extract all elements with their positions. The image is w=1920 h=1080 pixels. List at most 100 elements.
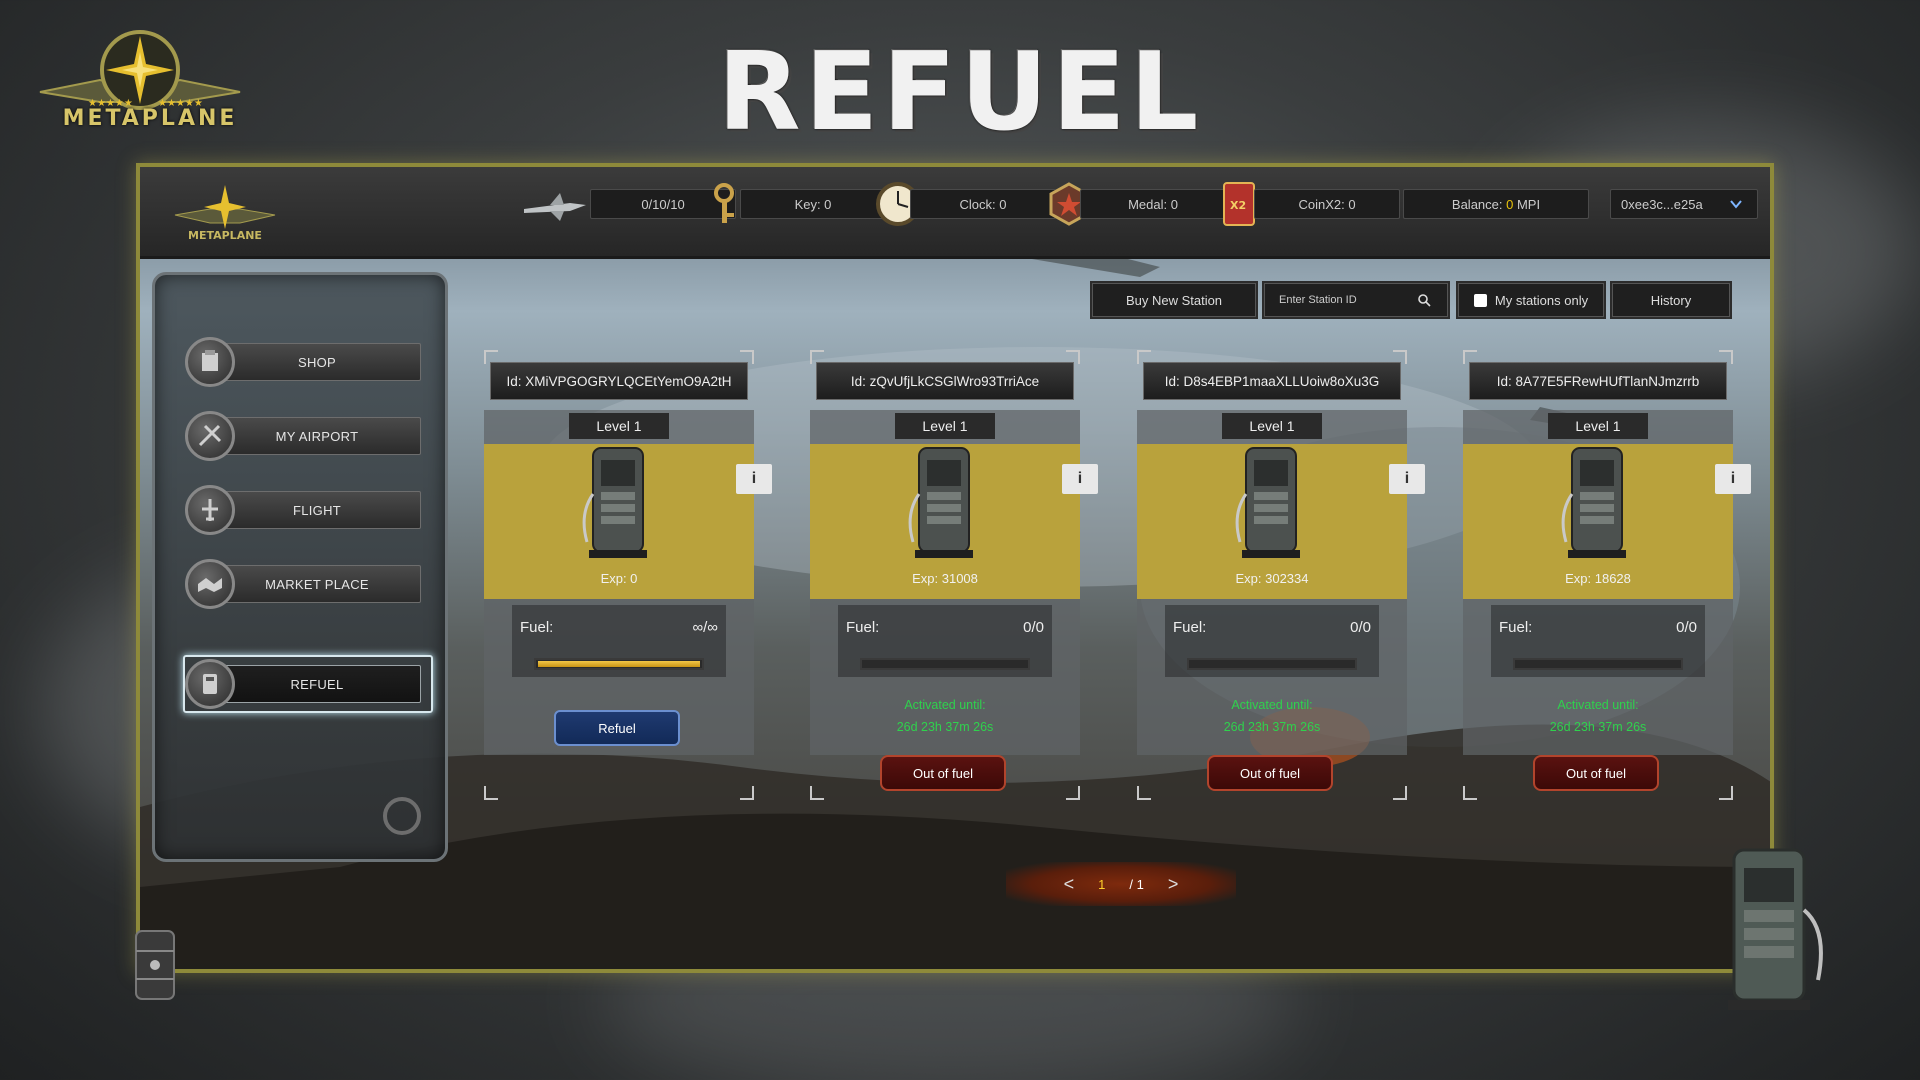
fuel-value: 0/0 (1350, 619, 1371, 636)
activated-time: 26d 23h 37m 26s (896, 720, 994, 734)
card-corner (1463, 786, 1477, 800)
my-stations-only-toggle[interactable]: My stations only (1458, 283, 1604, 317)
station-level: Level 1 (1548, 413, 1648, 439)
refuel-button[interactable]: Refuel (554, 710, 680, 746)
station-level: Level 1 (569, 413, 669, 439)
plane-icon (524, 193, 586, 221)
prev-page-button[interactable]: < (1063, 873, 1075, 894)
chevron-down-icon (1730, 200, 1742, 209)
balance-label: Balance: (1451, 196, 1507, 212)
card-corner (1719, 350, 1733, 364)
fuel-station-icon (908, 447, 973, 558)
my-stations-checkbox[interactable] (1473, 293, 1487, 307)
wallet-address: 0xee3c...e25a (1621, 196, 1703, 212)
card-corner (740, 350, 754, 364)
sidebar-item-refuel[interactable]: REFUEL (185, 659, 425, 709)
station-exp: Exp: 31008 (912, 571, 978, 586)
activated-until: Activated until:26d 23h 37m 26s (1137, 694, 1407, 738)
out-of-fuel-button[interactable]: Out of fuel (1207, 755, 1333, 791)
fuel-station-icon (1235, 447, 1300, 558)
sidebar-item-flight[interactable]: FLIGHT (185, 485, 425, 535)
activated-label: Activated until: (1557, 698, 1639, 712)
fuel-station-icon (582, 447, 647, 558)
search-icon[interactable] (1417, 293, 1431, 307)
card-corner (1393, 350, 1407, 364)
pagination: < 1 / 1 > (1006, 862, 1236, 906)
fuel-icon (185, 659, 235, 709)
card-corner (1393, 786, 1407, 800)
svg-text:X2: X2 (1230, 199, 1246, 212)
my-stations-label: My stations only (1494, 292, 1589, 308)
card-corner (740, 786, 754, 800)
card-corner (1719, 786, 1733, 800)
next-page-button[interactable]: > (1167, 873, 1179, 894)
station-image-panel: Exp: 31008 (810, 444, 1080, 599)
card-corner (810, 786, 824, 800)
buy-new-station-button[interactable]: Buy New Station (1092, 283, 1256, 317)
sidebar-item-market-place[interactable]: MARKET PLACE (185, 559, 425, 609)
main-frame: METAPLANE 0/10/10 Key: 0 Clock: 0 Medal:… (136, 163, 1774, 973)
history-button[interactable]: History (1612, 283, 1730, 317)
station-image-panel: Exp: 18628 (1463, 444, 1733, 599)
station-search-field[interactable] (1264, 283, 1448, 317)
fuel-value: 0/0 (1676, 619, 1697, 636)
sidebar-item-label: REFUEL (213, 665, 421, 703)
station-level: Level 1 (895, 413, 995, 439)
info-button[interactable]: i (1389, 464, 1425, 494)
station-image-panel: Exp: 302334 (1137, 444, 1407, 599)
page-title: REFUEL (717, 30, 1203, 155)
fuel-label: Fuel: (520, 619, 554, 636)
station-exp: Exp: 18628 (1565, 571, 1631, 586)
info-button[interactable]: i (1715, 464, 1751, 494)
station-id: Id: D8s4EBP1maaXLLUoiw8oXu3G (1143, 362, 1401, 400)
active-highlight (183, 655, 433, 713)
fuel-label: Fuel: (1499, 619, 1533, 636)
balance-unit: MPI (1513, 196, 1541, 212)
activated-time: 26d 23h 37m 26s (1549, 720, 1647, 734)
balance-stat: Balance: 0 MPI (1403, 189, 1589, 219)
sidebar-item-my-airport[interactable]: MY AIRPORT (185, 411, 425, 461)
fuel-station-icon (1561, 447, 1626, 558)
fuel-label: Fuel: (846, 619, 880, 636)
fuel-value: 0/0 (1023, 619, 1044, 636)
top-bar: METAPLANE 0/10/10 Key: 0 Clock: 0 Medal:… (140, 167, 1770, 259)
fuel-bar (1187, 658, 1357, 670)
info-button[interactable]: i (1062, 464, 1098, 494)
info-button[interactable]: i (736, 464, 772, 494)
clock-stat: Clock: 0 (910, 189, 1056, 219)
shop-icon (185, 337, 235, 387)
market-icon (185, 559, 235, 609)
station-id: Id: zQvUfjLkCSGlWro93TrriAce (816, 362, 1074, 400)
sidebar-item-label: SHOP (213, 343, 421, 381)
key-stat: Key: 0 (740, 189, 886, 219)
svg-text:METAPLANE: METAPLANE (188, 229, 262, 242)
out-of-fuel-button[interactable]: Out of fuel (1533, 755, 1659, 791)
station-search-input[interactable] (1265, 294, 1415, 306)
metaplane-logo[interactable]: ★★★★★ ★★★★★ METAPLANE (30, 22, 250, 142)
topbar-logo-icon[interactable]: METAPLANE (170, 177, 280, 247)
activated-until: Activated until:26d 23h 37m 26s (810, 694, 1080, 738)
fuel-label: Fuel: (1173, 619, 1207, 636)
flight-icon (185, 485, 235, 535)
activated-until: Activated until: 26d 23h 37m 26s (1463, 694, 1733, 738)
card-corner (1066, 350, 1080, 364)
current-page: 1 (1098, 876, 1106, 892)
station-exp: Exp: 0 (600, 571, 638, 586)
sidebar-item-shop[interactable]: SHOP (185, 337, 425, 387)
fuel-row: Fuel: 0/0 (1499, 619, 1697, 636)
balance-value: 0 (1506, 196, 1514, 212)
out-of-fuel-button[interactable]: Out of fuel (880, 755, 1006, 791)
medal-icon (1049, 182, 1089, 226)
card-corner (1463, 350, 1477, 364)
card-corner (1137, 786, 1151, 800)
fuel-barrel-icon (135, 930, 175, 1000)
svg-text:★★★★★: ★★★★★ (88, 98, 133, 109)
fuel-value: ∞/∞ (692, 619, 718, 636)
total-pages: / 1 (1129, 876, 1144, 892)
wallet-dropdown[interactable]: 0xee3c...e25a (1610, 189, 1758, 219)
fuel-row: Fuel: 0/0 (846, 619, 1044, 636)
